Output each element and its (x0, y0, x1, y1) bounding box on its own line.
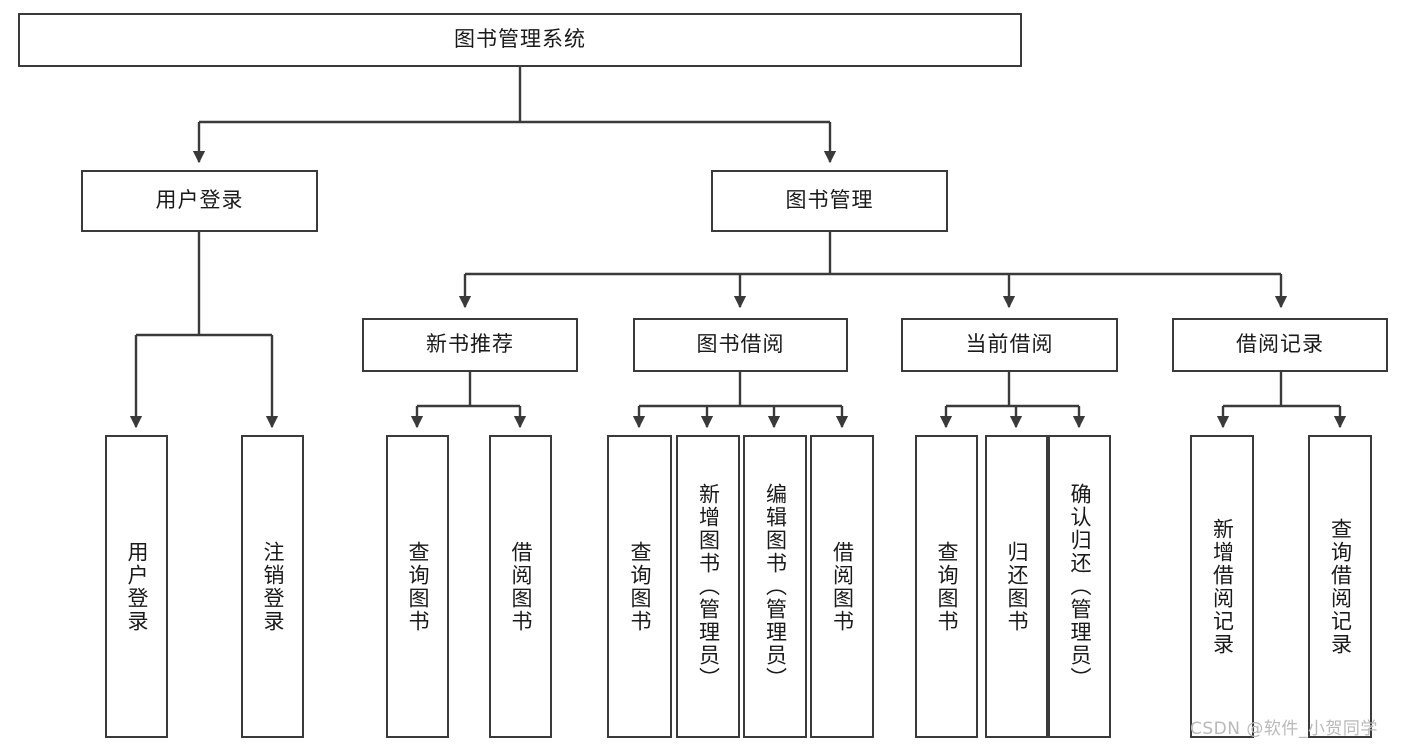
node-user-login-label: 用户登录 (155, 188, 244, 213)
leaf-current-query-book[interactable]: 查询图书 (915, 435, 978, 738)
leaf-record-query-record[interactable]: 查询借阅记录 (1308, 435, 1372, 738)
node-book-borrow-label: 图书借阅 (696, 332, 785, 357)
leaf-current-confirm-return[interactable]: 确认归还（管理员） (1048, 435, 1111, 738)
leaf-current-confirm-return-label: 确认归还（管理员） (1067, 483, 1092, 690)
node-book-management-label: 图书管理 (785, 188, 874, 213)
watermark-text: CSDN @软件_小贺同学 (1190, 719, 1378, 739)
leaf-new-book-borrow[interactable]: 借阅图书 (489, 435, 552, 738)
node-root-label: 图书管理系统 (454, 27, 586, 52)
node-borrow-record[interactable]: 借阅记录 (1172, 318, 1388, 372)
node-current-borrow-label: 当前借阅 (965, 332, 1054, 357)
leaf-borrow-borrow-book[interactable]: 借阅图书 (810, 435, 874, 738)
node-book-management[interactable]: 图书管理 (711, 170, 948, 232)
node-borrow-record-label: 借阅记录 (1236, 332, 1324, 357)
leaf-current-return-book-label: 归还图书 (1004, 540, 1029, 633)
leaf-borrow-add-book[interactable]: 新增图书（管理员） (676, 435, 740, 738)
leaf-borrow-query-book[interactable]: 查询图书 (607, 435, 672, 738)
leaf-current-return-book[interactable]: 归还图书 (985, 435, 1048, 738)
node-current-borrow[interactable]: 当前借阅 (901, 318, 1118, 372)
node-new-book-recommend[interactable]: 新书推荐 (362, 318, 578, 372)
leaf-record-query-record-label: 查询借阅记录 (1328, 517, 1353, 656)
leaf-new-book-borrow-label: 借阅图书 (508, 540, 533, 633)
leaf-new-book-query-label: 查询图书 (405, 540, 430, 633)
leaf-record-add-record[interactable]: 新增借阅记录 (1190, 435, 1254, 738)
leaf-borrow-edit-book[interactable]: 编辑图书（管理员） (743, 435, 807, 738)
leaf-user-login-logout-label: 注销登录 (260, 540, 285, 633)
node-user-login[interactable]: 用户登录 (81, 170, 318, 232)
leaf-borrow-add-book-label: 新增图书（管理员） (696, 483, 721, 690)
leaf-user-login-logout[interactable]: 注销登录 (241, 435, 304, 738)
node-new-book-recommend-label: 新书推荐 (426, 332, 514, 357)
leaf-borrow-edit-book-label: 编辑图书（管理员） (763, 483, 788, 690)
leaf-current-query-book-label: 查询图书 (934, 540, 959, 633)
node-root[interactable]: 图书管理系统 (18, 13, 1022, 67)
leaf-record-add-record-label: 新增借阅记录 (1210, 517, 1235, 656)
leaf-user-login-login[interactable]: 用户登录 (105, 435, 168, 738)
leaf-borrow-query-book-label: 查询图书 (627, 540, 652, 633)
leaf-user-login-login-label: 用户登录 (124, 540, 149, 633)
node-book-borrow[interactable]: 图书借阅 (633, 318, 848, 372)
leaf-borrow-borrow-book-label: 借阅图书 (830, 540, 855, 633)
leaf-new-book-query[interactable]: 查询图书 (386, 435, 449, 738)
